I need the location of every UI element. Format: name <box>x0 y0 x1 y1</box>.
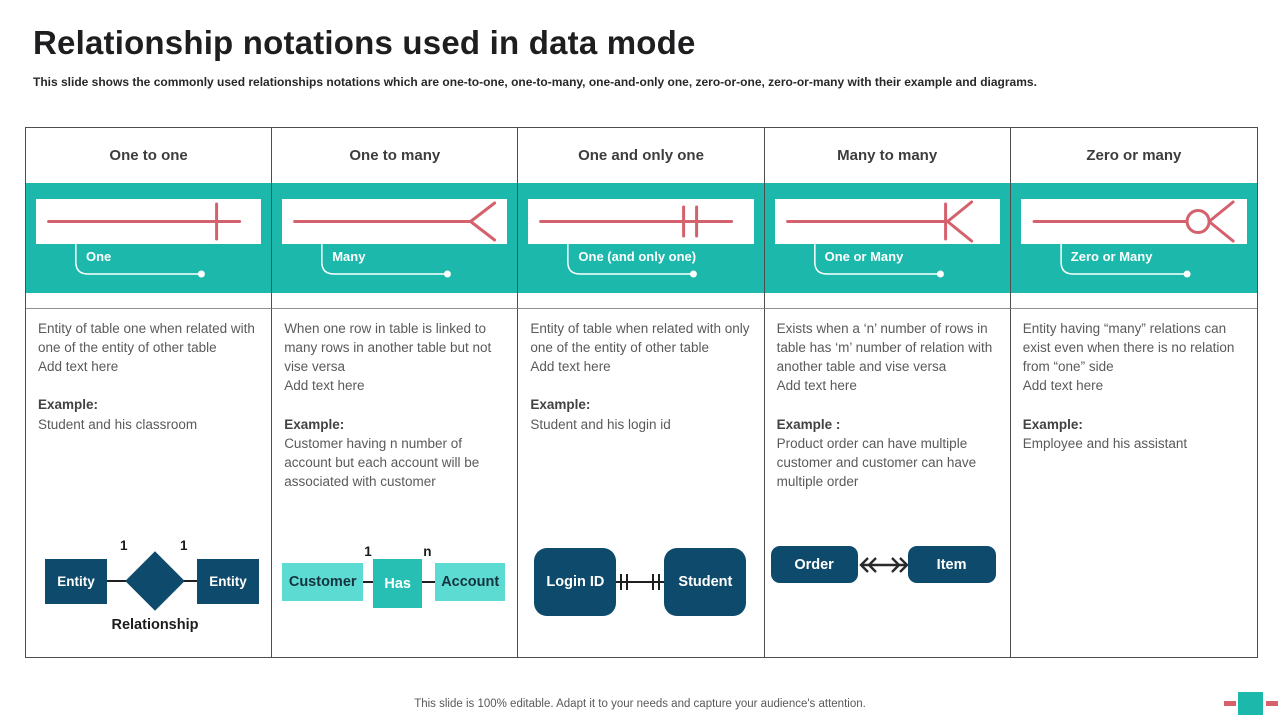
has-relationship-box: Has <box>373 559 423 608</box>
er-connector-line <box>363 581 376 583</box>
page-title: Relationship notations used in data mode <box>33 24 696 61</box>
one-and-only-one-connector-icon <box>616 574 665 590</box>
content-cell-one-to-one: Entity of table one when related with on… <box>26 309 273 657</box>
cardinality-right: 1 <box>180 538 188 553</box>
order-entity-box: Order <box>770 546 858 583</box>
example-text: Product order can have multiple customer… <box>776 435 977 490</box>
example-label: Example: <box>284 416 345 432</box>
teal-band: One (and only one) <box>518 183 764 293</box>
notation-cell-one-and-only-one: One (and only one) <box>518 183 765 309</box>
callout-connector <box>321 244 452 278</box>
example-text: Customer having n number of account but … <box>284 435 480 490</box>
account-entity-box: Account <box>435 563 506 601</box>
callout-connector <box>75 244 205 278</box>
add-text-placeholder: Add text here <box>1022 378 1104 394</box>
teal-band: Zero or Many <box>1010 183 1257 293</box>
content-cell-zero-or-many: Entity having “many” relations can exist… <box>1011 309 1257 657</box>
description-text: Entity having “many” relations can exist… <box>1022 321 1235 375</box>
example-text: Student and his login id <box>530 416 671 432</box>
callout-connector <box>1060 244 1191 278</box>
notation-cell-one-to-one: One <box>26 183 273 309</box>
column-header-one-to-many: One to many <box>272 128 519 183</box>
teal-band: One or Many <box>764 183 1010 293</box>
one-to-one-notation-icon <box>36 199 262 244</box>
brand-logo <box>1222 690 1280 718</box>
cardinality-left: 1 <box>120 538 128 553</box>
callout-label: One or Many <box>824 249 904 264</box>
example-text: Student and his classroom <box>38 416 198 432</box>
slide-subtitle: This slide shows the commonly used relat… <box>33 75 1037 89</box>
cardinality-right: n <box>423 544 432 559</box>
footer-note: This slide is 100% editable. Adapt it to… <box>414 698 866 710</box>
description-text: When one row in table is linked to many … <box>284 321 492 375</box>
description-text: Entity of table one when related with on… <box>38 321 255 356</box>
one-or-many-notation-icon <box>774 199 1000 244</box>
diagram-caption: Relationship <box>111 617 199 633</box>
entity-box-left: Entity <box>45 559 107 604</box>
logo-square <box>1238 692 1263 715</box>
column-header-one-to-one: One to one <box>26 128 273 183</box>
description-text: Exists when a ‘n’ number of rows in tabl… <box>776 321 993 375</box>
add-text-placeholder: Add text here <box>530 359 611 375</box>
description-text: Entity of table when related with only o… <box>530 321 750 356</box>
callout-connector <box>567 244 698 278</box>
student-entity-box: Student <box>664 548 747 616</box>
column-header-zero-or-many: Zero or many <box>1086 147 1182 164</box>
logo-right-dash <box>1266 701 1278 706</box>
example-text: Employee and his assistant <box>1022 435 1188 451</box>
customer-entity-box: Customer <box>282 563 364 601</box>
content-cell-one-to-many: When one row in table is linked to many … <box>272 309 519 657</box>
one-to-many-notation-icon <box>282 199 508 244</box>
notation-cell-one-to-many: Many <box>272 183 519 309</box>
double-arrow-connector-icon <box>858 557 909 573</box>
add-text-placeholder: Add text here <box>284 378 365 394</box>
teal-band: One <box>26 183 272 293</box>
column-header-one-and-only-one: One and only one <box>518 128 765 183</box>
example-label: Example: <box>530 397 591 413</box>
logo-left-dash <box>1224 701 1236 706</box>
callout-label: One <box>86 249 112 264</box>
callout-label: Zero or Many <box>1070 249 1153 264</box>
callout-label: One (and only one) <box>578 249 697 264</box>
entity-box-right: Entity <box>197 559 259 604</box>
login-id-entity-box: Login ID <box>534 548 617 616</box>
teal-band: Many <box>272 183 518 293</box>
example-label: Example: <box>38 397 99 413</box>
add-text-placeholder: Add text here <box>38 359 119 375</box>
example-label: Example: <box>1022 416 1083 432</box>
notation-table: One to one One to many One and only one … <box>25 127 1258 658</box>
callout-connector <box>813 244 944 278</box>
content-cell-many-to-many: Exists when a ‘n’ number of rows in tabl… <box>765 309 1011 657</box>
content-cell-one-and-only-one: Entity of table when related with only o… <box>518 309 765 657</box>
notation-cell-many-to-many: One or Many <box>764 183 1011 309</box>
example-label: Example : <box>776 416 841 432</box>
zero-or-many-notation-icon <box>1020 199 1247 244</box>
add-text-placeholder: Add text here <box>776 378 857 394</box>
callout-label: Many <box>332 249 366 264</box>
relationship-diamond <box>125 551 185 611</box>
column-header-many-to-many: Many to many <box>765 128 1011 183</box>
cardinality-left: 1 <box>364 544 372 559</box>
er-connector-line <box>422 581 438 583</box>
one-and-only-one-notation-icon <box>528 199 754 244</box>
item-entity-box: Item <box>907 546 996 583</box>
notation-cell-zero-or-many: Zero or Many <box>1010 183 1257 309</box>
